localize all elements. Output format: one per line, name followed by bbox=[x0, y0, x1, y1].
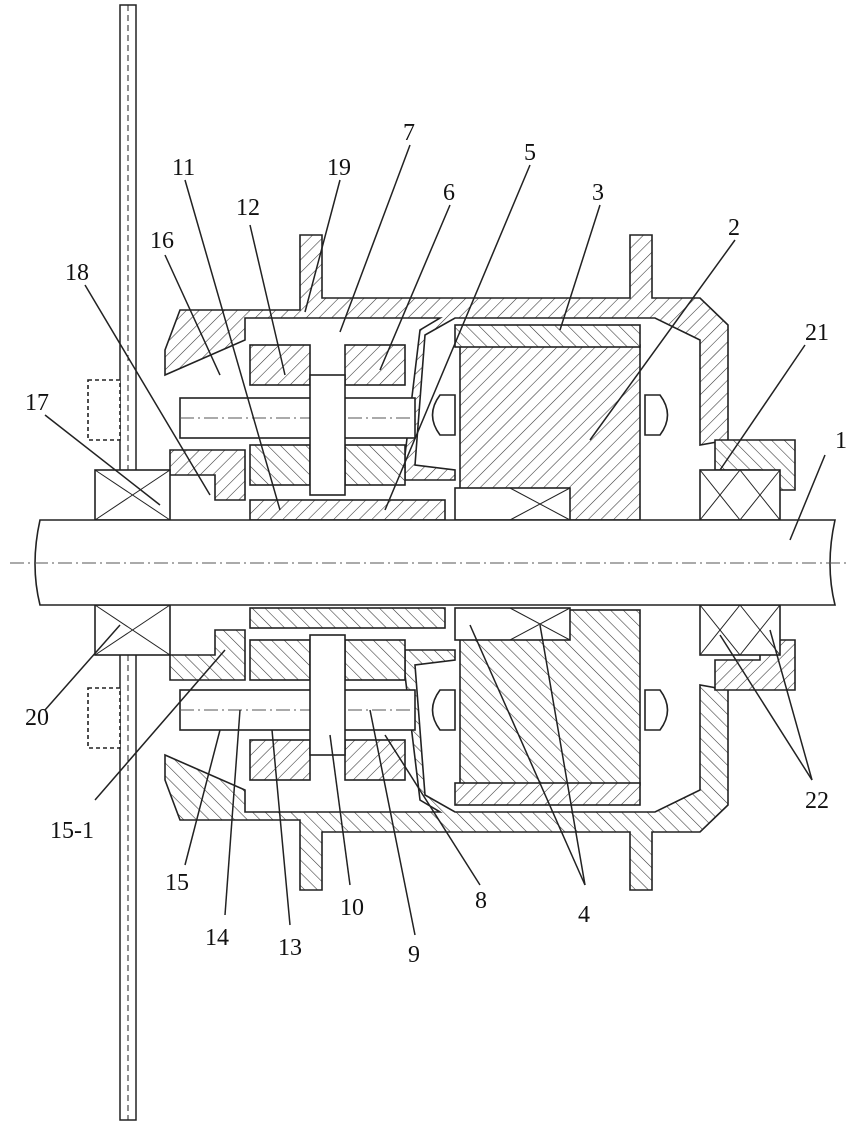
bearing-left-upper bbox=[95, 470, 170, 520]
winding-right-upper bbox=[645, 395, 668, 435]
planet-gear-lower-right-b bbox=[345, 740, 405, 780]
label-15: 15 bbox=[165, 870, 189, 896]
bolt-lower bbox=[88, 688, 120, 748]
winding-left-upper bbox=[433, 395, 456, 435]
label-1: 1 bbox=[835, 428, 847, 454]
label-6: 6 bbox=[443, 180, 455, 206]
label-22: 22 bbox=[805, 788, 829, 814]
label-14: 14 bbox=[205, 925, 229, 951]
planet-gear-upper-left-b bbox=[250, 445, 310, 485]
label-17: 17 bbox=[25, 390, 49, 416]
label-16: 16 bbox=[150, 228, 174, 254]
label-4: 4 bbox=[578, 902, 590, 928]
label-18: 18 bbox=[65, 260, 89, 286]
label-2: 2 bbox=[728, 215, 740, 241]
planet-gear-upper-right-b bbox=[345, 445, 405, 485]
winding-left-lower bbox=[433, 690, 456, 730]
label-8: 8 bbox=[475, 888, 487, 914]
bolt-upper bbox=[88, 380, 120, 440]
planet-gear-lower-right bbox=[345, 640, 405, 680]
winding-right-lower bbox=[645, 690, 668, 730]
label-5: 5 bbox=[524, 140, 536, 166]
label-7: 7 bbox=[403, 120, 415, 146]
planet-gear-lower-left-b bbox=[250, 740, 310, 780]
bearing-left-lower bbox=[95, 605, 170, 655]
label-21: 21 bbox=[805, 320, 829, 346]
bearing-right-lower bbox=[700, 605, 780, 655]
bearing-mid-upper bbox=[455, 488, 570, 520]
planet-gear-upper-right bbox=[345, 345, 405, 385]
label-10: 10 bbox=[340, 895, 364, 921]
label-9: 9 bbox=[408, 942, 420, 968]
label-19: 19 bbox=[327, 155, 351, 181]
carrier-lower bbox=[310, 635, 345, 755]
label-15-1: 15-1 bbox=[50, 818, 94, 844]
label-12: 12 bbox=[236, 195, 260, 221]
label-13: 13 bbox=[278, 935, 302, 961]
rotor-magnet-upper bbox=[455, 325, 640, 347]
carrier-upper bbox=[310, 375, 345, 495]
left-ring-upper bbox=[170, 450, 245, 500]
label-3: 3 bbox=[592, 180, 604, 206]
sun-sleeve-lower bbox=[250, 608, 445, 628]
planet-gear-lower-left bbox=[250, 640, 310, 680]
bearing-mid-lower bbox=[455, 608, 570, 640]
label-20: 20 bbox=[25, 705, 49, 731]
bearing-right-upper bbox=[700, 470, 780, 520]
left-ring-lower bbox=[170, 630, 245, 680]
label-11: 11 bbox=[172, 155, 195, 181]
